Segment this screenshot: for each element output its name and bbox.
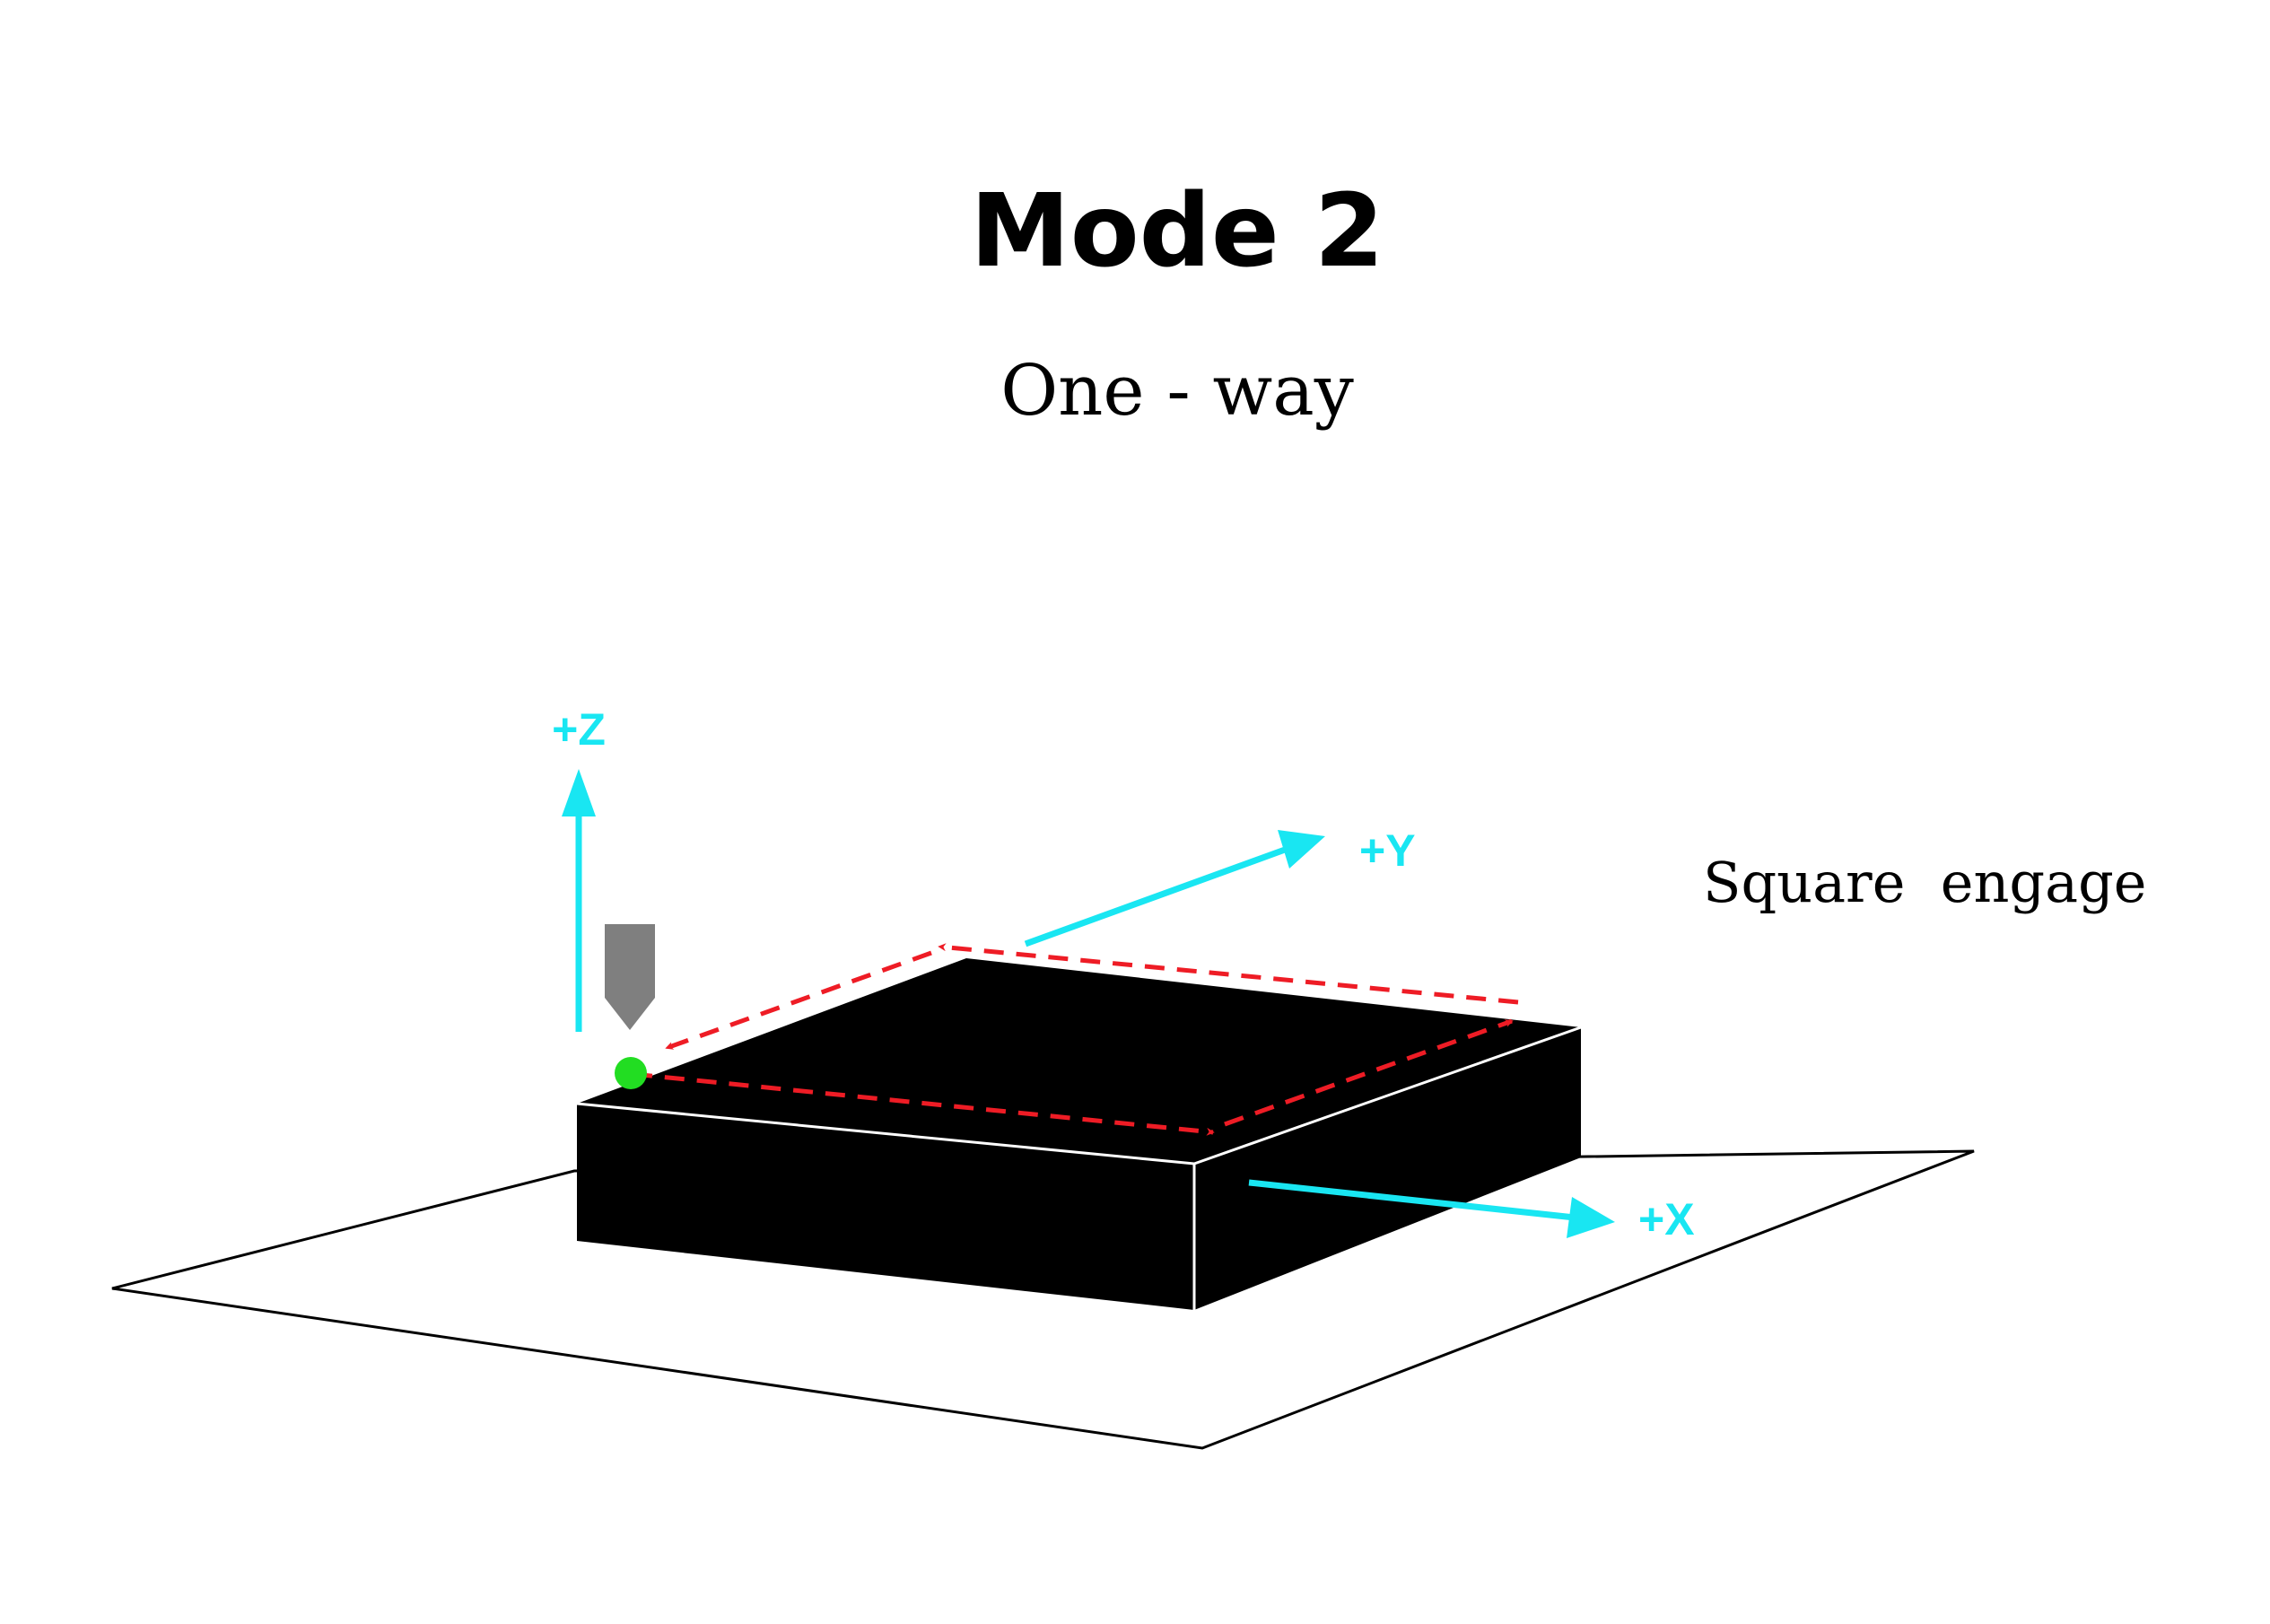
tool-path (632, 943, 1519, 1136)
axis-z: +Z (552, 704, 606, 1032)
path-segment-1 (632, 1071, 1215, 1136)
axis-y: +Y (1024, 825, 1416, 947)
axis-z-label: +Z (552, 704, 606, 755)
path-segment-2 (1224, 1018, 1514, 1127)
path-segment-4 (665, 950, 932, 1051)
start-point-icon (615, 1057, 647, 1089)
probe-tool-icon (605, 924, 655, 1030)
axis-x: +X (1248, 1179, 1695, 1244)
block-right-face (1194, 1027, 1581, 1310)
block-front-face (577, 1104, 1194, 1310)
page-subtitle: One - way (1000, 351, 1354, 432)
axis-x-label: +X (1638, 1194, 1695, 1244)
engage-note: Square engage (1703, 850, 2146, 915)
axis-y-label: +Y (1359, 825, 1416, 876)
block-top-face (577, 958, 1581, 1164)
page-title: Mode 2 (970, 173, 1384, 290)
workpiece-block (576, 958, 1582, 1310)
